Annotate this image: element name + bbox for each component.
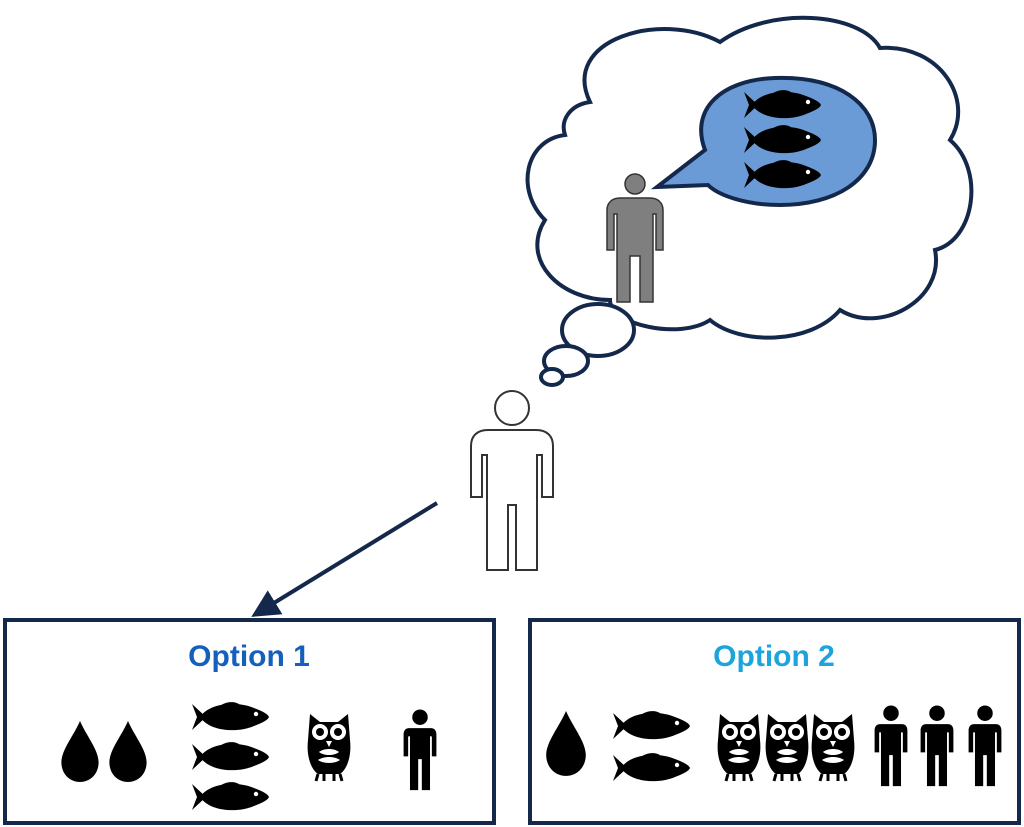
- option-1-title: Option 1: [188, 640, 310, 673]
- decision-maker-person-icon: [470, 390, 554, 571]
- thought-bubble-large: [560, 302, 636, 358]
- thought-bubble-small: [539, 367, 565, 387]
- option-2-title: Option 2: [713, 640, 835, 673]
- imagined-person-icon: [606, 173, 664, 303]
- choice-arrow: [251, 501, 439, 617]
